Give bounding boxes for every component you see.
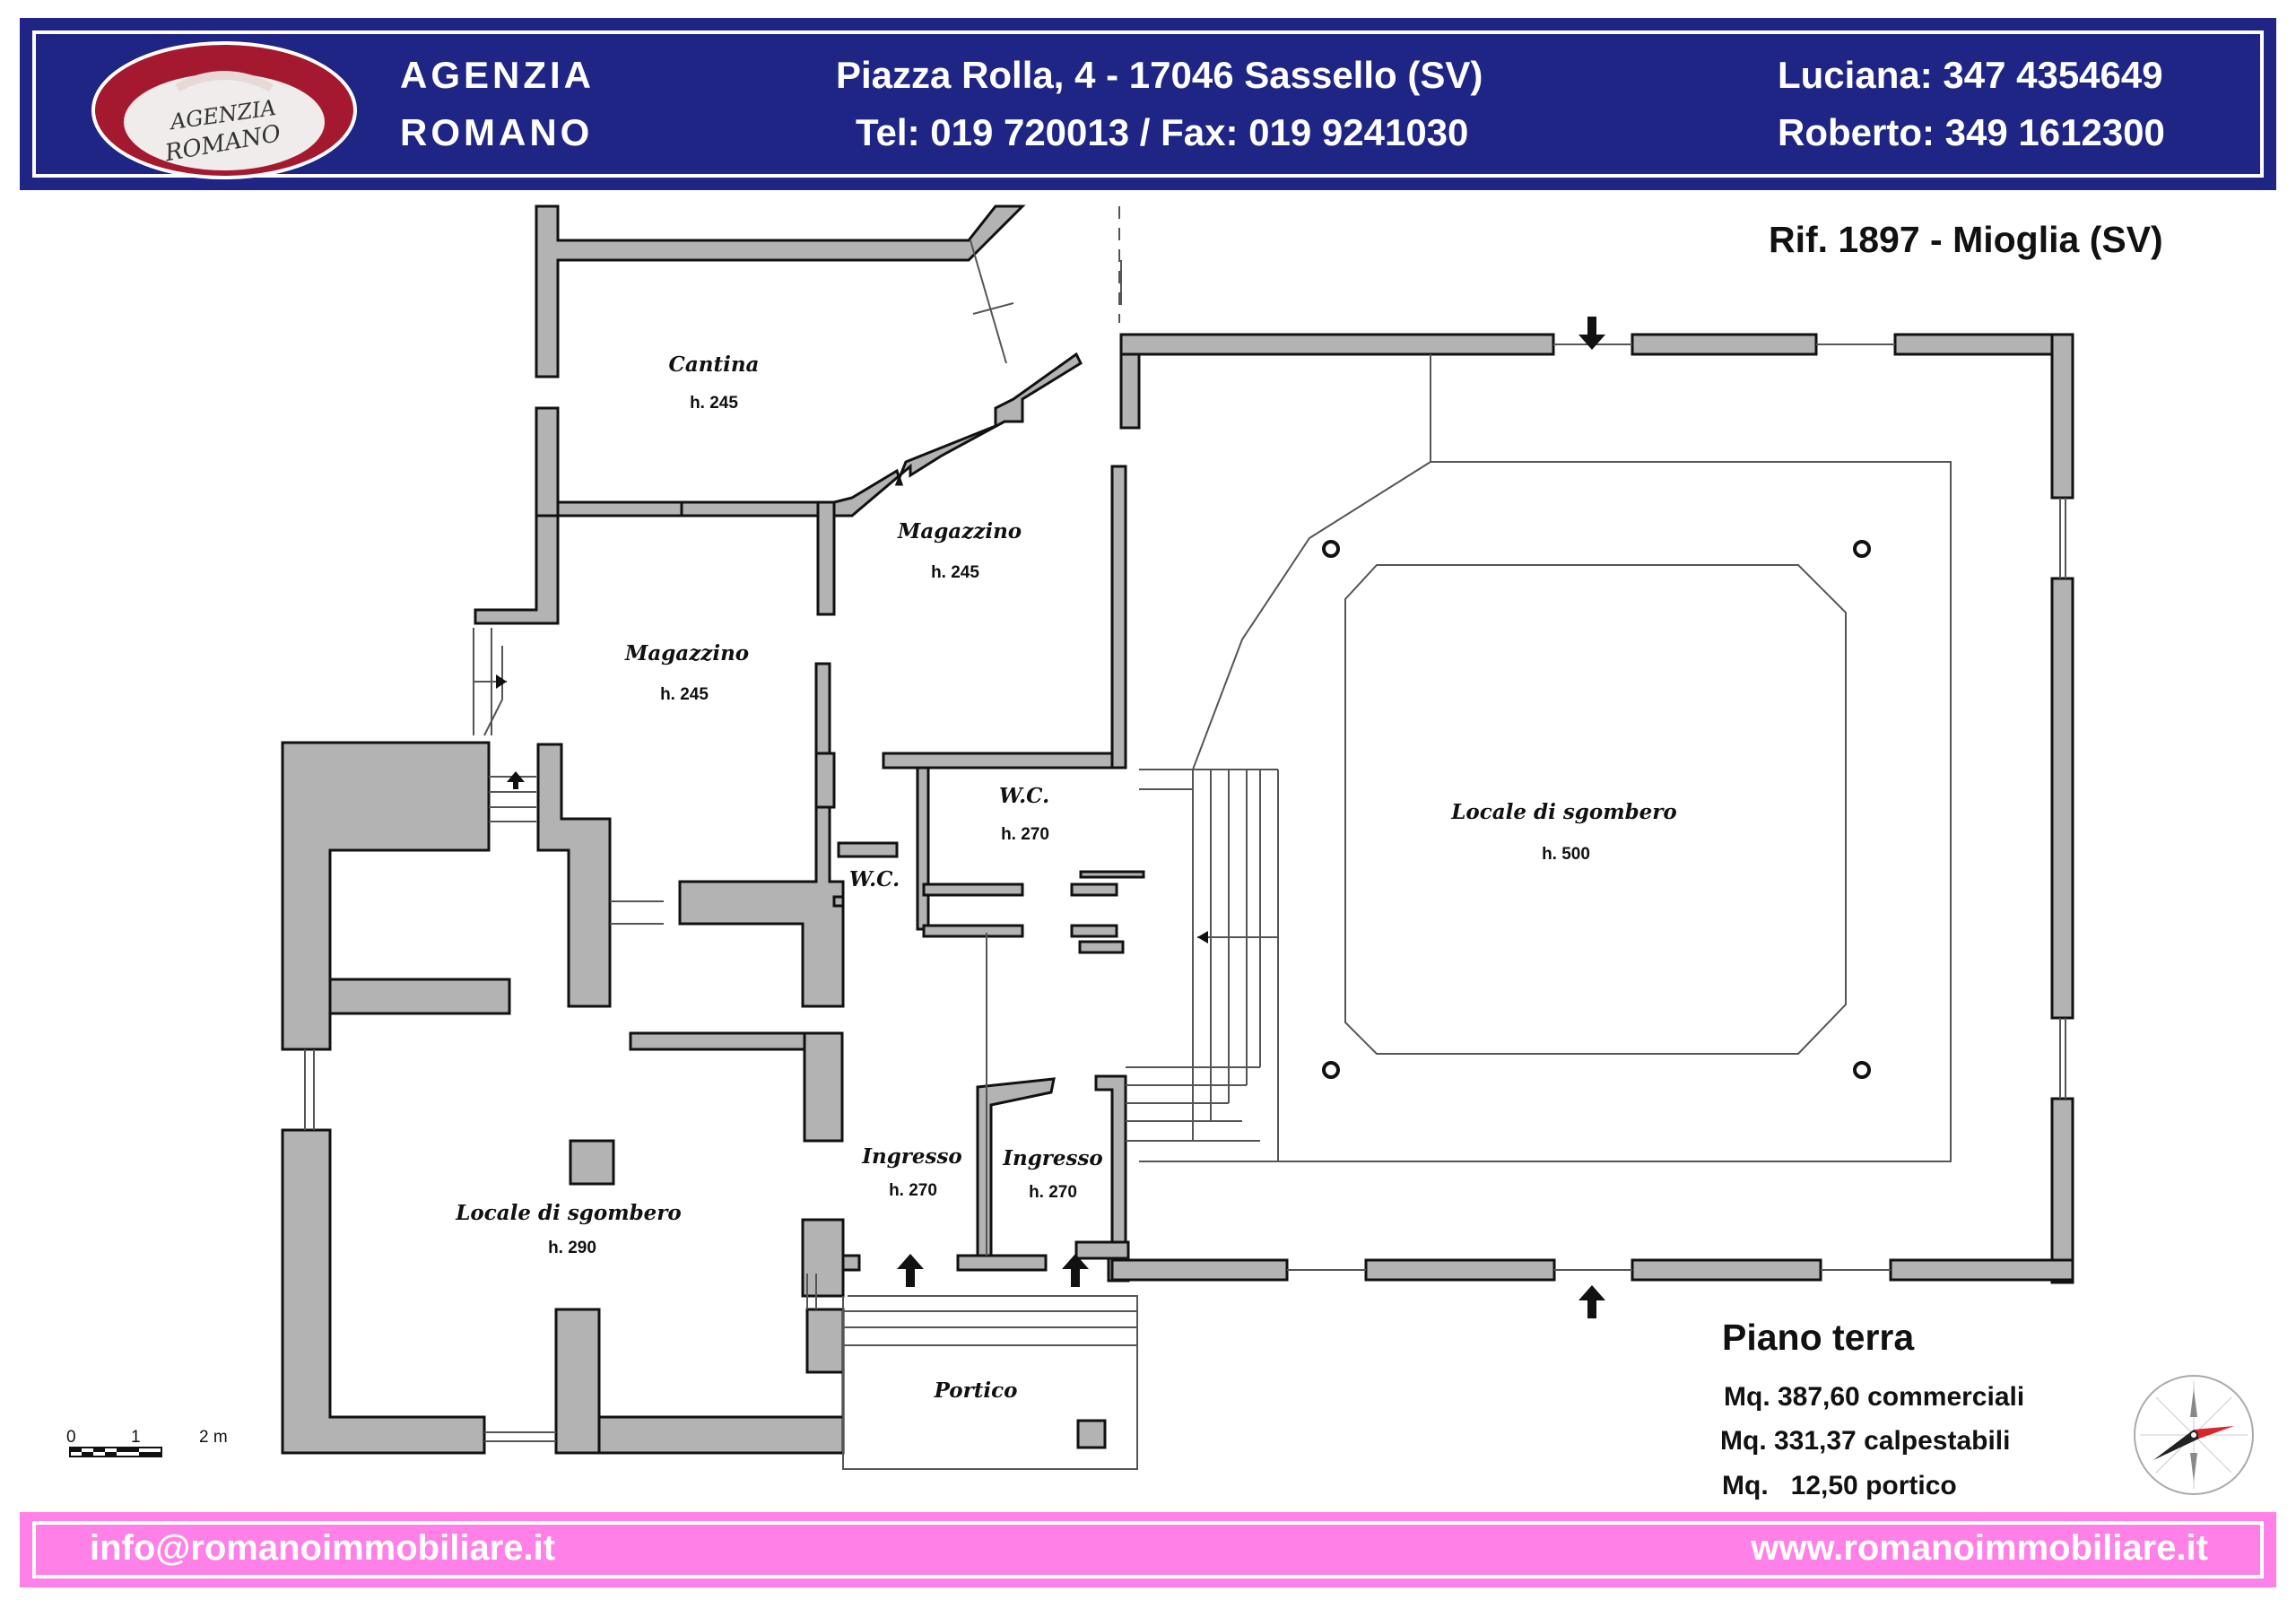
room-name-portico: Portico xyxy=(934,1378,1018,1403)
entrance-arrows xyxy=(496,317,1605,1318)
floor-title: Piano terra xyxy=(1722,1317,1915,1358)
area-walkable: Mq. 331,37 calpestabili xyxy=(1720,1426,2011,1456)
agency-name-line1: AGENZIA xyxy=(400,54,595,96)
plan-lines xyxy=(304,206,2066,1470)
door-arrow-icon xyxy=(507,771,525,789)
property-reference: Rif. 1897 - Mioglia (SV) xyxy=(1769,219,2163,260)
footer-banner: info@romanoimmobiliare.it www.romanoimmo… xyxy=(20,1512,2276,1587)
room-height-magazzino-lower: h. 245 xyxy=(660,685,709,704)
room-height-ingresso-left: h. 270 xyxy=(889,1181,937,1200)
room-labels: Cantina h. 245 Magazzino h. 245 Magazzin… xyxy=(455,352,1677,1403)
contact-roberto: Roberto: 349 1612300 xyxy=(1778,111,2165,153)
hall-columns xyxy=(1322,540,1871,1079)
room-height-wc-right: h. 270 xyxy=(1001,825,1049,844)
entrance-arrow-icon xyxy=(1578,317,1605,350)
scale-label-0: 0 xyxy=(66,1428,76,1447)
scale-bar: 0 1 2 m xyxy=(66,1428,228,1457)
header-banner: AGENZIA ROMANO AGENZIA ROMANO Piazza Rol… xyxy=(20,18,2276,190)
area-portico: Mq. 12,50 portico xyxy=(1722,1471,1957,1500)
scale-label-1: 1 xyxy=(131,1428,141,1447)
footer-email[interactable]: info@romanoimmobiliare.it xyxy=(90,1528,556,1568)
entrance-arrow-icon xyxy=(1062,1254,1089,1287)
room-name-locale-sgombero: Locale di sgombero xyxy=(455,1201,682,1225)
room-name-wc-right: W.C. xyxy=(999,784,1049,808)
room-height-ingresso-right: h. 270 xyxy=(1029,1183,1077,1202)
room-height-locale-sgombero: h. 290 xyxy=(548,1239,596,1257)
agency-logo: AGENZIA ROMANO xyxy=(91,41,357,179)
header-border xyxy=(32,30,2264,178)
room-name-ingresso-left: Ingresso xyxy=(861,1144,962,1169)
scale-label-2: 2 m xyxy=(199,1428,228,1447)
room-name-wc-left: W.C. xyxy=(849,867,900,891)
room-name-cantina: Cantina xyxy=(669,352,760,377)
entrance-arrow-icon xyxy=(897,1254,924,1287)
compass-icon xyxy=(2134,1375,2254,1495)
door-arrow-icon xyxy=(496,674,507,689)
room-name-magazzino-lower: Magazzino xyxy=(624,641,749,665)
room-name-magazzino-upper: Magazzino xyxy=(897,519,1022,543)
agency-name-line2: ROMANO xyxy=(400,111,594,153)
door-arrow-icon xyxy=(1197,931,1208,943)
contact-luciana: Luciana: 347 4354649 xyxy=(1778,54,2163,96)
room-height-magazzino-upper: h. 245 xyxy=(931,563,979,582)
room-height-cantina: h. 245 xyxy=(690,394,738,413)
entrance-arrow-icon xyxy=(1578,1285,1605,1318)
footer-border xyxy=(32,1521,2264,1578)
room-name-hall: Locale di sgombero xyxy=(1450,800,1677,824)
room-name-ingresso-right: Ingresso xyxy=(1002,1146,1103,1170)
room-height-hall: h. 500 xyxy=(1542,845,1590,864)
agency-address: Piazza Rolla, 4 - 17046 Sassello (SV) xyxy=(836,54,1483,96)
footer-website[interactable]: www.romanoimmobiliare.it xyxy=(1751,1528,2208,1568)
agency-phone-fax: Tel: 019 720013 / Fax: 019 9241030 xyxy=(856,111,1469,153)
walls xyxy=(281,204,2074,1455)
area-commercial: Mq. 387,60 commerciali xyxy=(1724,1382,2025,1412)
